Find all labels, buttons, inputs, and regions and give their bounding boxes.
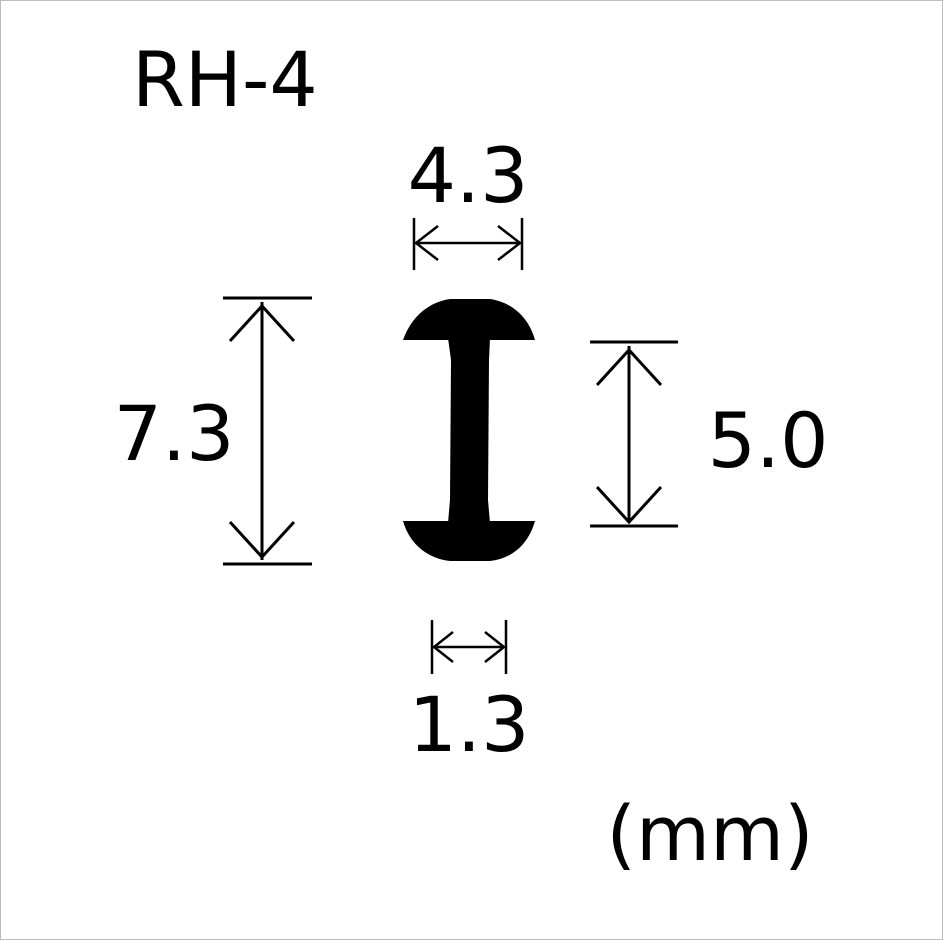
shank-length-arrow: [590, 340, 678, 528]
total-length-arrow: [223, 296, 312, 566]
head-width-label: 4.3: [408, 131, 529, 220]
total-length-label: 7.3: [114, 389, 235, 478]
head-width-arrow: [412, 218, 524, 270]
shank-width-arrow: [430, 620, 508, 674]
shank-width-label: 1.3: [409, 680, 530, 769]
unit-label: (mm): [606, 789, 813, 878]
shank-length-label: 5.0: [708, 396, 829, 485]
part-title: RH-4: [132, 35, 318, 124]
rivet-shape: [403, 299, 535, 561]
